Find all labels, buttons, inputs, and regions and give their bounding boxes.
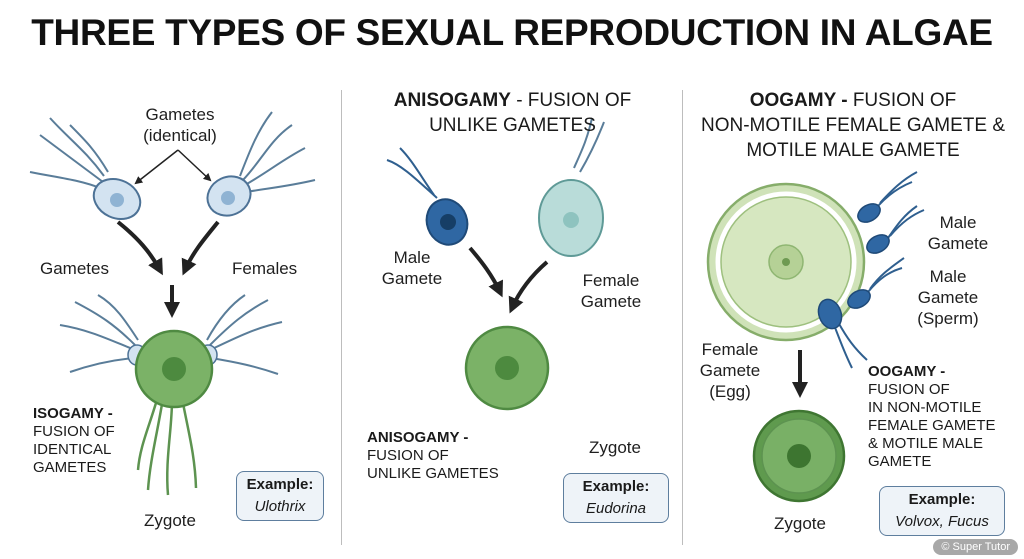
anisogamy-example-box: Example: Eudorina: [563, 473, 669, 523]
isogamy-description: ISOGAMY - FUSION OF IDENTICAL GAMETES: [33, 405, 115, 476]
anisogamy-description: ANISOGAMY - FUSION OF UNLIKE GAMETES: [367, 429, 499, 482]
anisogamy-male-gamete: [386, 147, 469, 246]
isogamy-gametes-label: Gametes: [40, 259, 109, 278]
isogamy-gametes-identical-label: Gametes (identical): [143, 105, 217, 145]
isogamy-zygote: [59, 294, 283, 496]
oogamy-female-gamete-label: Female Gamete (Egg): [699, 340, 761, 401]
isogamy-gamete-right: [206, 111, 316, 217]
isogamy-example-heading: Example:: [246, 476, 314, 493]
anisogamy-example-heading: Example:: [582, 478, 650, 495]
oogamy-description: OOGAMY - FUSION OF IN NON-MOTILE FEMALE …: [868, 363, 996, 470]
divider-left: [341, 90, 342, 545]
divider-right: [682, 90, 683, 545]
isogamy-females-label: Females: [232, 259, 298, 278]
oogamy-example-heading: Example:: [908, 491, 976, 508]
anisogamy-male-label: Male Gamete: [381, 248, 443, 288]
anisogamy-example-species: Eudorina: [585, 500, 647, 517]
anisogamy-illustration: [386, 117, 605, 411]
watermark: © Super Tutor: [933, 539, 1018, 555]
isogamy-gamete-left: [29, 117, 142, 220]
oogamy-example-species: Volvox, Fucus: [895, 513, 989, 530]
isogamy-illustration: [29, 111, 316, 496]
oogamy-header: OOGAMY - FUSION OF NON-MOTILE FEMALE GAM…: [700, 90, 1006, 161]
oogamy-zygote: [752, 409, 846, 503]
oogamy-sperm-2: [866, 205, 925, 254]
anisogamy-zygote: [464, 325, 550, 411]
oogamy-zygote-label: Zygote: [774, 514, 826, 533]
page-title: THREE TYPES OF SEXUAL REPRODUCTION IN AL…: [31, 12, 993, 53]
isogamy-example-species: Ulothrix: [254, 498, 306, 515]
oogamy-illustration: [706, 171, 925, 503]
isogamy-example-box: Example: Ulothrix: [236, 471, 324, 521]
oogamy-sperm-3: [847, 257, 905, 309]
oogamy-sperm-1: [857, 171, 918, 223]
isogamy-zygote-label: Zygote: [144, 511, 196, 530]
anisogamy-female-label: Female Gamete: [580, 271, 642, 311]
oogamy-male-gamete-label-b: Male Gamete (Sperm): [917, 267, 979, 328]
anisogamy-header: ANISOGAMY - FUSION OF UNLIKE GAMETES: [393, 90, 632, 136]
anisogamy-female-gamete: [538, 117, 605, 257]
anisogamy-zygote-label: Zygote: [589, 438, 641, 457]
oogamy-example-box: Example: Volvox, Fucus: [879, 486, 1005, 536]
oogamy-sperm-entering: [817, 298, 868, 369]
oogamy-male-gamete-label-a: Male Gamete: [927, 213, 989, 253]
